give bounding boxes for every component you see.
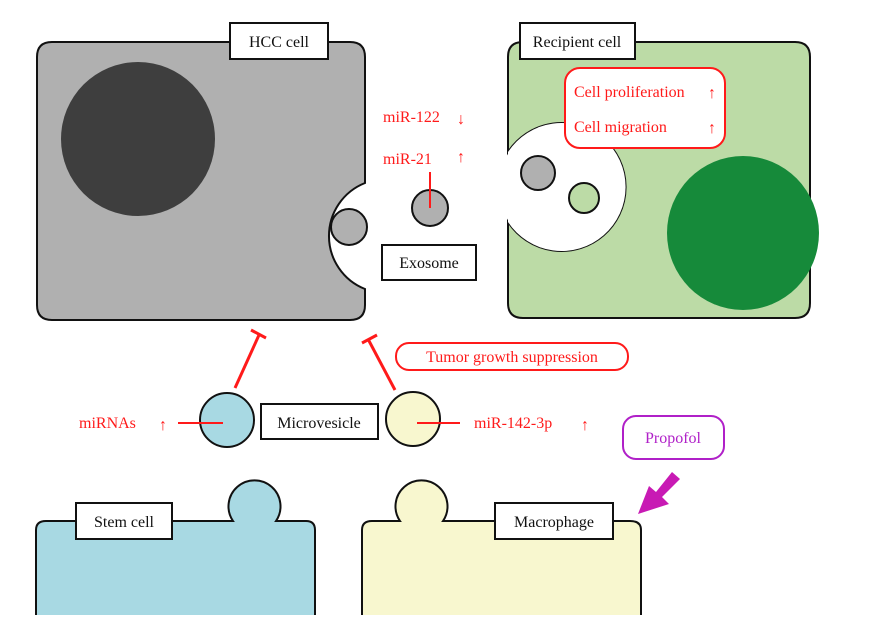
macrophage-microvesicle (385, 391, 441, 447)
mir-21-label: miR-21 (383, 151, 432, 168)
macrophage-mirna-label: miR-142-3p (474, 415, 552, 432)
exosome-in-recipient (520, 155, 556, 191)
mir-122-label: miR-122 (383, 109, 440, 126)
hcc-nucleus (61, 62, 215, 216)
macrophage-cell-body (361, 479, 642, 615)
macrophage-inhibition-line (366, 338, 397, 391)
macrophage-inhibition-bar (361, 333, 378, 345)
stem-label-box (75, 502, 173, 540)
recipient-label-box (519, 22, 636, 60)
exosome-in-hcc (330, 208, 368, 246)
stem-cell-body (35, 479, 316, 615)
hcc-label: HCC cell (249, 34, 310, 51)
macrophage-label: Macrophage (514, 514, 594, 531)
exosome-label-box (381, 244, 477, 281)
recipient-label: Recipient cell (533, 34, 622, 51)
stem-mirna-label: miRNAs (79, 415, 136, 432)
propofol-box (622, 415, 725, 460)
mir-122-arrow: ↓ (457, 111, 465, 128)
stem-label: Stem cell (94, 514, 155, 531)
hcc-label-box (229, 22, 329, 60)
stem-mirna-arrow: ↑ (159, 417, 167, 434)
macrophage-mirna-arrow: ↑ (581, 417, 589, 434)
tumor-suppression-label: Tumor growth suppression (426, 349, 598, 366)
stem-microvesicle (199, 392, 255, 448)
microvesicle-label-box (260, 403, 379, 440)
macrophage-label-box (494, 502, 614, 540)
stem-inhibition-bar (250, 328, 267, 340)
propofol-label: Propofol (645, 430, 702, 447)
effect-migration-arrow: ↑ (708, 120, 716, 137)
stem-inhibition-line (233, 334, 261, 389)
effect-migration: Cell migration (574, 119, 667, 136)
effect-proliferation-arrow: ↑ (708, 85, 716, 102)
propofol-arrow-icon (638, 472, 680, 514)
microvesicle-label: Microvesicle (277, 415, 361, 432)
tumor-suppression-box (395, 342, 629, 371)
recipient-nucleus (667, 156, 819, 310)
exosome-label: Exosome (399, 255, 459, 272)
recipient-inner-vesicle (568, 182, 600, 214)
effects-box (564, 67, 726, 149)
effect-proliferation: Cell proliferation (574, 84, 685, 101)
mir-21-arrow: ↑ (457, 149, 465, 166)
recipient-pocket-interior (508, 122, 626, 251)
